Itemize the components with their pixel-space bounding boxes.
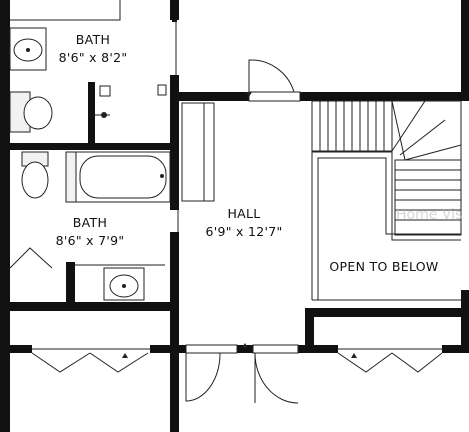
wall-open-below-bottom [305,308,469,317]
stair-winder-3 [404,144,462,161]
doors [9,59,443,404]
bath-bottom-dims: 8'6" x 7'9" [56,233,125,248]
closet-left-bifold-a [31,352,91,373]
closet-right-light-marker [351,353,357,358]
stair-winder-landing [391,100,462,161]
bath-bottom-toilet-bowl [21,161,49,199]
hall-bottom-right-door-swing [254,352,299,404]
wall-right-lower [461,290,469,350]
wall-right-upper [461,0,469,100]
wall-bottom-right [442,345,469,353]
bath-top-fixtures [9,27,167,133]
room-labels: BATH 8'6" x 8'2" BATH 8'6" x 7'9" HALL 6… [56,32,463,274]
stair-winder-2 [399,119,446,156]
bath-top-shower-head-icon [101,112,107,118]
bath-bottom-closet-bifold [9,247,53,269]
hall-top-door-frame [248,91,301,102]
open-below-label: OPEN TO BELOW [329,259,438,274]
bath-top-sink-drain-icon [26,48,30,52]
hall-bottom-left-door-frame [185,344,238,354]
staircase [311,100,462,301]
watermark: Home Vis [396,207,462,223]
bath-top-vanity-outline [10,0,121,21]
open-below-railing-outer [311,151,461,300]
bath-top-wall-valve-icon [157,84,167,96]
hall-bottom-left-door-swing [185,352,221,402]
bath-bottom-sink-drain-icon [122,284,126,288]
bath-top-toilet-bowl [23,96,53,130]
wall-hall-top-left [179,92,249,101]
fixture-markers [122,92,357,358]
wall-bath-bottom-floor [10,302,171,311]
wall-hall-top-right [300,92,469,101]
wall-closet-divider [66,262,75,302]
bath-bottom-tub-ledge [65,151,77,203]
wall-bath-bottom-right-lower [170,232,179,432]
closet-right-bifold-b [391,352,443,373]
bath-bottom-name: BATH [73,215,107,230]
stair-lower-run-outline [394,159,462,236]
open-below-railing-inner [317,157,461,300]
bath-bottom-fixtures [21,151,171,301]
hall-niche-shelf [181,102,215,202]
hall-top-door-swing [248,59,295,93]
hall-bottom-light-marker [242,343,248,348]
wall-bottom-mid-right [298,345,338,353]
wall-bottom-mid-left [150,345,186,353]
wall-chip [172,10,177,22]
wall-open-below-left [305,308,314,353]
wall-left-exterior [0,0,10,432]
bath-bottom-tub-basin [79,155,167,199]
hall-name: HALL [227,206,260,221]
stair-winder-1 [391,100,426,152]
wall-bottom-left-stub [10,345,32,353]
bath-top-dims: 8'6" x 8'2" [59,50,128,65]
hall-niche [181,102,215,202]
wall-bath-top-right-lower [170,75,179,150]
hall-bottom-right-door-frame [252,344,299,354]
bath-top-name: BATH [76,32,110,47]
closet-left-light-marker [122,353,128,358]
wall-bath-top-inner [88,82,95,150]
closet-left-bifold-b [89,352,149,373]
bath-bottom-tub-drain-icon [160,174,164,178]
wall-bottom-mid [237,345,253,353]
bath-top-valve-icon [99,85,111,97]
closet-right-bifold-a [337,352,393,373]
hall-dims: 6'9" x 12'7" [205,224,282,239]
hall-top-light-marker [246,92,252,97]
wall-bath-bottom-right-upper [170,150,179,210]
